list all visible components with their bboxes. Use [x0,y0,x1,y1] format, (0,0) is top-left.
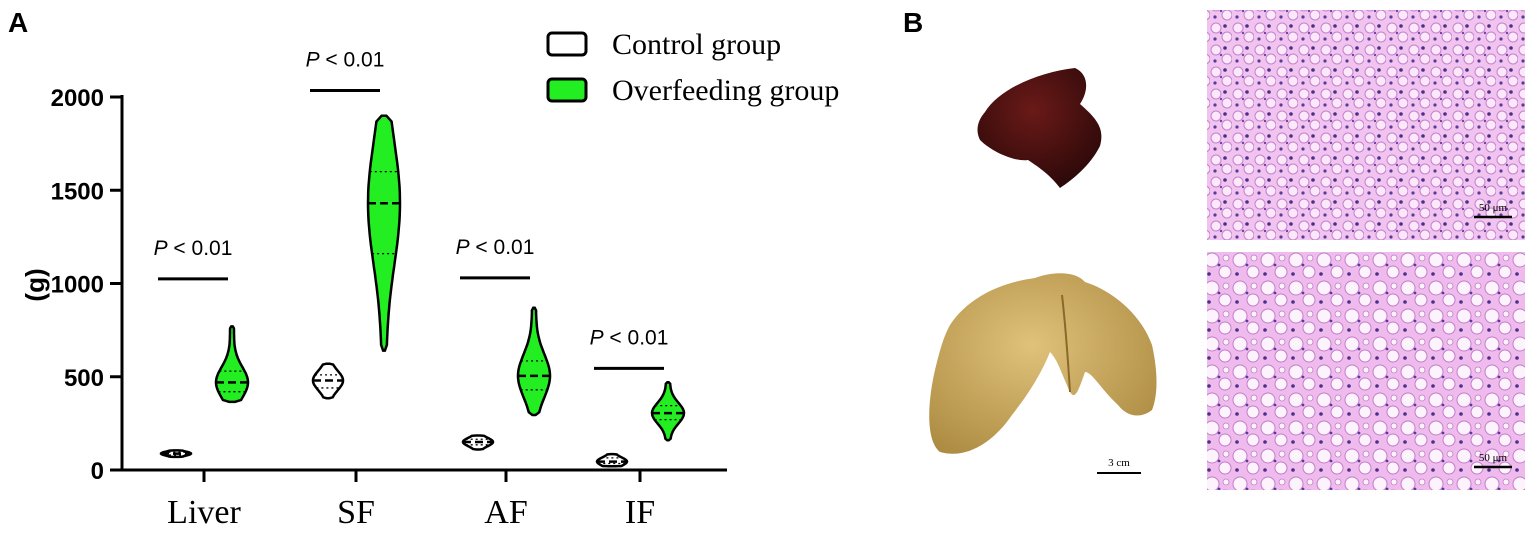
panel-label-b: B [903,7,923,38]
y-axis-label: (g) [20,268,50,301]
significance-annotations: P < 0.01 P < 0.01 P < 0.01 P < 0.01 [154,48,669,370]
histology-normal-panel [1207,10,1525,240]
liver-photos: 3 cm 50 μm 50 μm [929,10,1525,490]
y-tick-label: 1000 [51,272,104,299]
y-tick-label: 2000 [51,85,104,112]
x-tick-label: SF [337,494,375,531]
x-tick-label: AF [484,494,527,531]
p-value-label: P < 0.01 [306,48,385,71]
x-axis: Liver SF AF IF [122,468,727,531]
legend-swatch [546,77,588,103]
x-tick-label: IF [625,494,655,531]
panel-label-a: A [8,7,28,38]
p-value-label: P < 0.01 [456,236,535,259]
normal-liver-photo [977,68,1102,188]
y-tick-label: 1500 [51,178,104,205]
y-tick-label: 0 [91,458,104,485]
fatty-liver-photo [929,273,1157,454]
violin-sf-overfeeding [366,114,402,352]
violin-liver-overfeeding [214,325,250,404]
p-value-label: P < 0.01 [154,237,233,260]
legend-label: Control group [612,28,781,61]
y-tick-label: 500 [64,365,104,392]
histology-bottom-scale-label: 50 μm [1479,452,1508,464]
violin-chart: (g) 0 500 1000 1500 2000 Liver SF AF IF P < 0.0… [20,28,839,531]
legend-label: Overfeeding group [612,74,839,107]
violin-if-control [595,452,629,468]
x-tick-label: Liver [167,494,241,531]
gross-scale-label: 3 cm [1108,457,1130,469]
y-axis: 0 500 1000 1500 2000 [51,85,124,485]
legend-swatch [546,31,588,57]
violin-af-overfeeding [516,306,552,417]
violins [159,114,686,468]
histology-fatty-panel [1207,252,1525,490]
violin-if-overfeeding [650,381,686,442]
histology-top-scale-label: 50 μm [1479,202,1508,214]
p-value-label: P < 0.01 [590,326,669,349]
